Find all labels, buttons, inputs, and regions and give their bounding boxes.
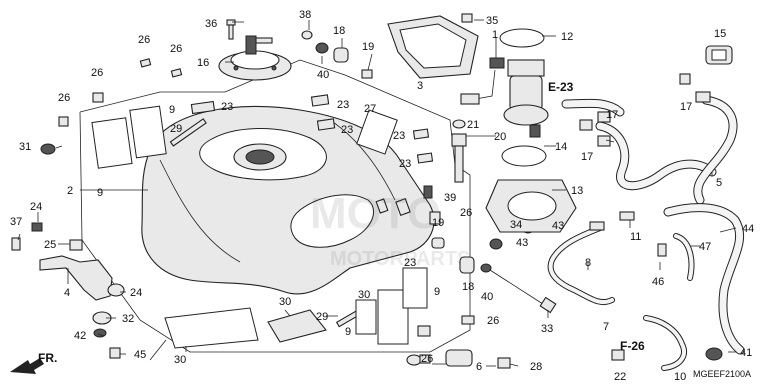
clip-icon [40,58,183,155]
callout-4: 4 [64,287,70,299]
callout-26c: 26 [91,67,103,79]
callout-30a: 30 [279,296,291,308]
callout-43a: 43 [552,220,564,232]
callout-26e: 26 [460,207,472,219]
callout-34: 34 [510,219,522,231]
svg-text:MOTO: MOTO [310,189,441,238]
callout-25: 25 [44,239,56,251]
callout-26g: 26 [421,353,433,365]
pad-group-center [310,94,434,164]
callout-43b: 43 [516,237,528,249]
callout-15: 15 [714,28,726,40]
callout-26f: 26 [487,315,499,327]
callout-2: 2 [67,185,73,197]
callout-8: 8 [585,257,591,269]
callout-37: 37 [10,216,22,228]
callout-26d: 26 [58,92,70,104]
bolt-icon [226,19,236,40]
callout-39: 39 [444,192,456,204]
callout-27: 27 [364,103,376,115]
callout-24a: 24 [30,201,42,213]
callout-22: 22 [614,371,626,383]
sensor-unit-icon [423,119,467,225]
callout-13: 13 [571,185,583,197]
watermark-logo: MOTO MOTORPARTS [310,189,470,270]
callout-9c: 9 [434,286,440,298]
callout-17b: 17 [606,109,618,121]
callout-18a: 18 [333,25,345,37]
callout-9b: 9 [97,187,103,199]
callout-30b: 30 [174,354,186,366]
fuel-pump-icon [460,28,549,138]
callout-23e: 23 [399,158,411,170]
callout-17a: 17 [680,101,692,113]
callout-23f: 23 [404,257,416,269]
callout-19a: 19 [362,41,374,53]
callout-18b: 18 [462,281,474,293]
callout-26b: 26 [170,43,182,55]
callout-33: 33 [541,323,553,335]
callout-numbers: 1 2 3 4 5 6 7 8 9 9 9 9 10 11 12 13 14 1… [10,9,754,383]
callout-17c: 17 [581,151,593,163]
long-bolt-icon [489,269,557,314]
callout-36: 36 [205,18,217,30]
bracket-icon [11,222,125,359]
front-arrow-icon: FR. [10,351,57,374]
callout-32: 32 [122,313,134,325]
leader-lines [17,19,737,367]
callout-29b: 29 [316,311,328,323]
callout-10: 10 [674,371,686,383]
pump-cover-icon [387,13,479,79]
callout-23b: 23 [337,99,349,111]
callout-30c: 30 [358,289,370,301]
breather-hose-icon [547,211,695,371]
fuel-tank-icon [141,105,435,295]
callout-9d: 9 [345,326,351,338]
callout-6: 6 [476,361,482,373]
callout-45: 45 [134,349,146,361]
hose-icon [561,45,738,205]
callout-31: 31 [19,141,31,153]
drawing-code: MGEEF2100A [693,369,751,379]
front-arrow-label: FR. [38,351,57,365]
callout-41: 41 [740,347,752,359]
drain-hose-icon [663,203,745,361]
callout-12: 12 [561,31,573,43]
callout-14: 14 [555,141,567,153]
callout-16: 16 [197,57,209,69]
callout-11: 11 [630,231,641,243]
callout-7: 7 [603,321,609,333]
callout-47: 47 [699,241,711,253]
callout-44: 44 [742,223,754,235]
callout-23c: 23 [341,124,353,136]
fuel-cap-icon [218,35,292,81]
pad-group-lower [164,267,511,369]
section-label-e23: E-23 [548,80,574,94]
callout-1: 1 [492,29,498,41]
callout-46: 46 [652,276,664,288]
callout-35: 35 [486,15,498,27]
callout-40b: 40 [481,291,493,303]
callout-19b: 19 [432,217,444,229]
callout-29a: 29 [170,123,182,135]
svg-text:MOTORPARTS: MOTORPARTS [330,248,470,270]
callout-24b: 24 [130,287,142,299]
callout-26a: 26 [138,34,150,46]
callout-3: 3 [417,80,423,92]
callout-23a: 23 [221,101,233,113]
section-label-f26: F-26 [620,339,645,353]
callout-20: 20 [494,131,506,143]
callout-21: 21 [467,119,479,131]
callout-9a: 9 [169,104,175,116]
callout-5: 5 [716,177,722,189]
pad-group-left [91,100,216,169]
callout-42: 42 [74,330,86,342]
callout-23d: 23 [393,130,405,142]
callout-28: 28 [530,361,542,373]
gasket-ring-icon [485,145,577,233]
callout-40a: 40 [317,69,329,81]
callout-38: 38 [299,9,311,21]
